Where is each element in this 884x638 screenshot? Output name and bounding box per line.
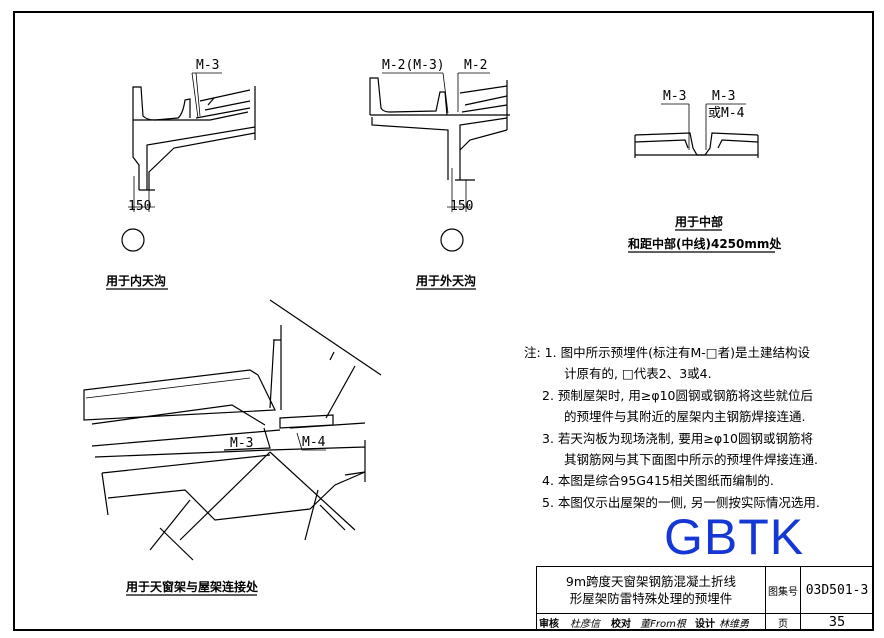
review-label: 审核 xyxy=(539,618,559,630)
check-label: 校对 xyxy=(611,618,631,630)
label-m3: M-3 xyxy=(230,436,253,451)
label-m3: M-3 xyxy=(663,89,686,104)
sheet-border xyxy=(13,11,874,631)
watermark: GBTK xyxy=(664,509,805,565)
middle-detail: M-3 M-3 或M-4 用于中部 和距中部(中线)4250mm处 xyxy=(627,89,782,253)
label-m4: M-4 xyxy=(302,435,326,450)
drawing-title: 9m跨度天窗架钢筋混凝土折线 形屋架防雷特殊处理的预埋件 xyxy=(537,567,766,614)
axis-circle xyxy=(121,228,145,252)
label-m3: M-3 xyxy=(196,58,219,73)
label-or-m4: 或M-4 xyxy=(708,106,745,121)
note-line: 的预埋件与其附近的屋架内主钢筋焊接连通. xyxy=(564,409,806,425)
note-line: 4. 本图是综合95G415相关图纸而编制的. xyxy=(542,473,774,489)
title-block: 9m跨度天窗架钢筋混凝土折线 形屋架防雷特殊处理的预埋件 图集号 03D501-… xyxy=(536,566,873,630)
atlas-no-label: 图集号 xyxy=(766,567,801,614)
title-line: 形屋架防雷特殊处理的预埋件 xyxy=(569,591,733,606)
check-signature: 董From根 xyxy=(640,618,686,630)
outer-gutter-detail: M-2(M-3) M-2 150 用于外天沟 xyxy=(369,58,510,290)
inner-gutter-detail: M-3 150 用于内天沟 xyxy=(105,58,256,290)
signature-row: 审核 杜彦信 校对 董From根 设计 林维勇 xyxy=(537,614,766,630)
axis-circle xyxy=(440,228,464,252)
caption-inner-gutter: 用于内天沟 xyxy=(105,273,166,288)
label-m2-m3: M-2(M-3) xyxy=(382,58,445,73)
title-line: 9m跨度天窗架钢筋混凝土折线 xyxy=(565,574,737,589)
design-label: 设计 xyxy=(695,618,715,630)
note-line: 3. 若天沟板为现场浇制, 要用≥φ10圆钢或钢筋将 xyxy=(542,430,813,446)
note-line: 5. 本图仅示出屋架的一侧, 另一侧按实际情况选用. xyxy=(542,494,820,510)
dimension-150: 150 xyxy=(128,199,151,214)
caption-skylight-joint: 用于天窗架与屋架连接处 xyxy=(125,579,259,594)
note-line: 计原有的, □代表2、3或4. xyxy=(564,366,712,382)
page-number: 35 xyxy=(828,614,846,630)
atlas-no: 03D501-3 xyxy=(801,567,873,614)
dimension-150: 150 xyxy=(450,199,473,214)
label-m2: M-2 xyxy=(464,58,487,73)
caption-middle: 用于中部 xyxy=(674,214,723,229)
skylight-joint-detail: M-3 M-4 用于天窗架与屋架连接处 xyxy=(83,299,382,596)
caption-outer-gutter: 用于外天沟 xyxy=(415,273,476,288)
notes: 注: 1. 图中所示预埋件(标注有M-□者)是土建结构设 计原有的, □代表2、… xyxy=(524,342,820,513)
note-line: 2. 预制屋架时, 用≥φ10圆钢或钢筋将这些就位后 xyxy=(542,387,813,403)
label-m3-b: M-3 xyxy=(712,89,735,104)
review-signature: 杜彦信 xyxy=(570,618,600,630)
design-signature: 林维勇 xyxy=(719,618,749,630)
caption-middle-distance: 和距中部(中线)4250mm处 xyxy=(627,236,782,251)
note-line: 注: 1. 图中所示预埋件(标注有M-□者)是土建结构设 xyxy=(524,345,810,360)
note-line: 其钢筋网与其下面图中所示的预埋件焊接连通. xyxy=(564,452,818,468)
page-label: 页 xyxy=(766,614,801,630)
